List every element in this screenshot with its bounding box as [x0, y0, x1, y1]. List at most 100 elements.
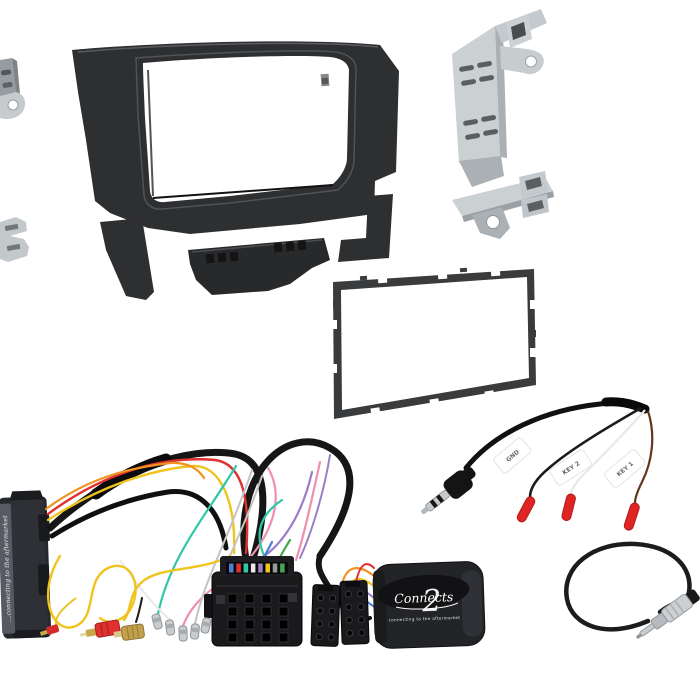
patch-wire-key1: [633, 410, 654, 504]
quadlock-window: [226, 562, 288, 574]
quadlock-connector: [204, 556, 303, 647]
rca-plug-red: [80, 619, 121, 638]
jack-boot: [461, 466, 476, 481]
bullet-connector-key1: [623, 502, 640, 531]
wire-orange: [44, 461, 206, 511]
rca-tip: [85, 628, 98, 637]
fascia-right-pillar: [338, 194, 393, 262]
wire-red: [355, 563, 375, 583]
iso-holes: [344, 590, 366, 637]
bracket-slot: [2, 82, 13, 88]
patch-wire-key2: [569, 409, 646, 495]
mini-plug-body: [46, 624, 60, 635]
rca-tip: [113, 630, 124, 638]
iso-body: [339, 580, 370, 645]
fascia-tray-clips: [205, 240, 307, 264]
bracket-arm-hole: [525, 55, 537, 68]
bracket-left-bottom-partial: [0, 217, 29, 262]
mini-plug-tip: [39, 629, 48, 636]
wire-teal: [156, 464, 238, 616]
black-cable-iso: [315, 553, 331, 589]
jack-ring: [436, 494, 445, 504]
bracket-slot: [1, 69, 12, 76]
bullet-connector-gnd: [516, 496, 536, 523]
quadlock-latch: [288, 593, 297, 602]
bullet-connector-key2: [561, 493, 576, 522]
box-side-text: ...connecting to the aftermarket: [2, 515, 13, 622]
iso-top-notch: [344, 580, 361, 588]
clip-slot: [4, 223, 19, 231]
rca-plug-gold: [113, 623, 145, 641]
rca-ridges: [126, 625, 140, 639]
swc-interface: 2 Connects connecting to the aftermarket: [372, 561, 486, 649]
iso-block: [339, 580, 370, 645]
iso-connectors: [310, 580, 370, 647]
box-bottom-cap: [12, 629, 49, 639]
flag-bg: [549, 449, 593, 486]
iso-block: [310, 584, 341, 647]
wire-pink: [294, 460, 322, 562]
fascia-panel: [72, 41, 399, 300]
box-top-cap: [9, 490, 44, 501]
jack-tip: [421, 506, 429, 515]
quadlock-latch: [216, 595, 225, 604]
wire-yellow-rca: [122, 554, 232, 622]
clip-slot: [6, 243, 21, 251]
swc-right-face: [461, 570, 483, 637]
wire-gray: [194, 469, 253, 625]
bullet-red: [623, 502, 640, 531]
swc-top-recess: [377, 574, 470, 610]
clip-body: [0, 217, 29, 262]
quadlock-pin-grid: [227, 593, 289, 643]
wire-white: [119, 559, 171, 621]
bracket-fold: [12, 58, 20, 94]
jack-ring: [429, 499, 438, 509]
wire-red: [46, 458, 249, 555]
fascia-left-wall-highlight: [147, 69, 154, 197]
box-clip: [38, 514, 50, 542]
bullet-red: [561, 493, 576, 522]
frame-nubs: [333, 267, 536, 337]
swc-logo-numeral: 2: [421, 584, 442, 620]
iso-body: [310, 584, 341, 647]
black-cable-loop: [240, 438, 354, 564]
bracket-foot-hole: [486, 215, 500, 229]
wiring-harness: ...connecting to the aftermarket: [0, 438, 378, 647]
crimp-terminals: [151, 613, 212, 642]
iso-top-notch: [317, 584, 334, 592]
bracket-base-tab-slot: [525, 177, 542, 190]
antenna-plug: [636, 589, 700, 639]
fascia-bezel-highlight: [135, 50, 357, 210]
rca-ridges: [99, 622, 110, 636]
patch-heat-shrink: [601, 397, 650, 414]
quadlock-pin-stripes: [229, 563, 285, 573]
wire-black-rca: [135, 597, 143, 623]
wire-flag-gnd: GND: [493, 437, 532, 474]
patch-wire-gnd: [528, 406, 642, 498]
fascia-tray: [188, 238, 330, 295]
bullet-red: [516, 496, 536, 523]
bracket-left-top-partial: [0, 58, 26, 119]
swc-tagline: connecting to the aftermarket: [389, 615, 461, 623]
box-front: [9, 499, 49, 635]
box-side-panel: [0, 503, 16, 634]
frame-body: [333, 269, 536, 419]
fascia-opening: [143, 55, 349, 203]
plug-ridges: [665, 600, 684, 620]
rca-leads: [39, 597, 212, 642]
box-clip: [37, 564, 50, 596]
bracket-fold-face: [495, 26, 507, 158]
wire-orange: [340, 567, 376, 586]
black-cable: [49, 489, 229, 551]
wire-purple: [299, 454, 331, 559]
bracket-arm: [500, 46, 544, 75]
jack-shaft: [425, 489, 451, 512]
swc-logo-script: Connects: [394, 589, 454, 606]
swc-patch-lead: GND KEY 2 KEY 1: [421, 397, 654, 531]
fascia-top-highlight: [77, 42, 379, 53]
wire-flag-key2: KEY 2: [549, 449, 593, 486]
wire-yellow-loop: [46, 554, 137, 629]
harness-cables: [46, 438, 354, 589]
